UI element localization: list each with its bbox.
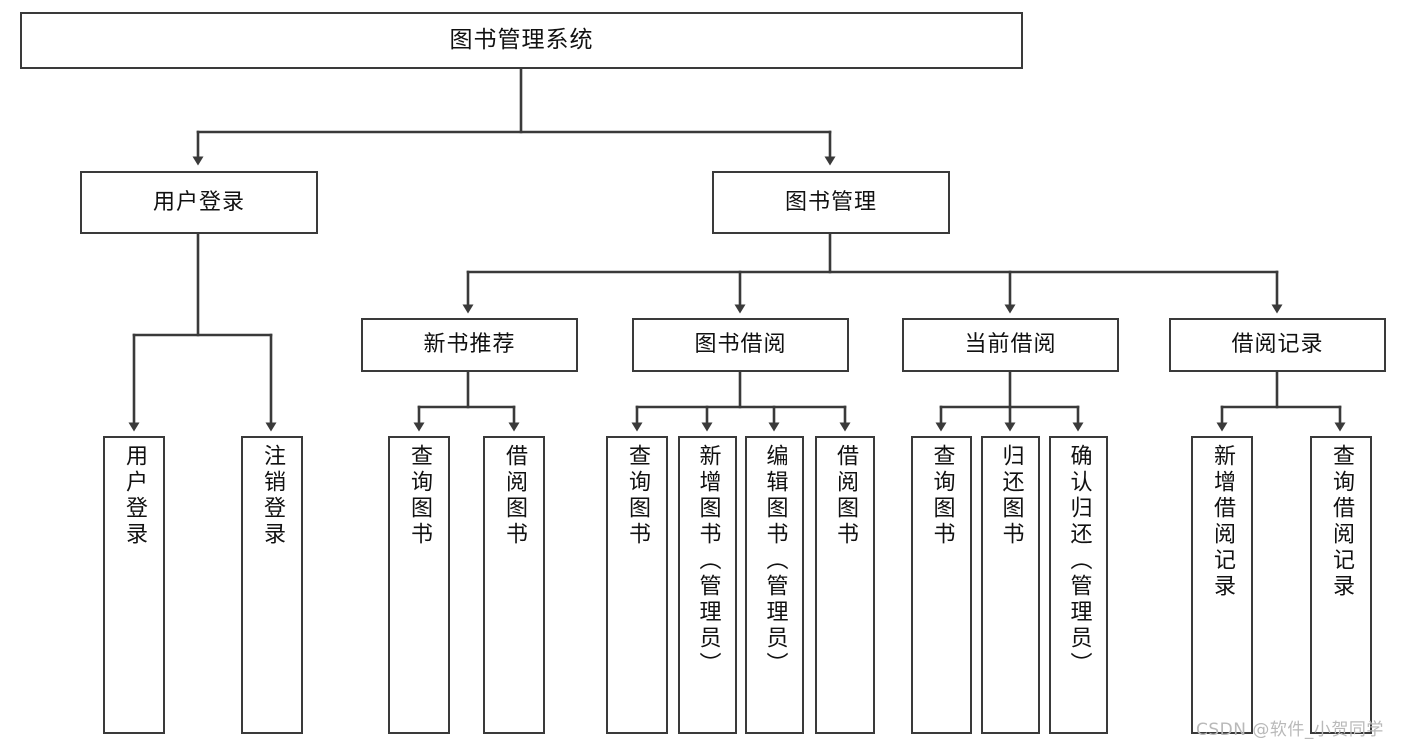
node-root-label: 图书管理系统 xyxy=(449,26,594,53)
leaf-borrow-edit[interactable]: 编辑图书（管理员） xyxy=(745,436,804,734)
leaf-current-query-label: 查询图书 xyxy=(929,444,955,548)
leaf-borrow-add-label: 新增图书（管理员） xyxy=(695,444,721,678)
leaf-newbook-borrow-label: 借阅图书 xyxy=(502,444,527,548)
node-borrow-record[interactable]: 借阅记录 xyxy=(1169,318,1386,372)
leaf-record-add-label: 新增借阅记录 xyxy=(1210,444,1235,600)
leaf-user-logout-label: 注销登录 xyxy=(260,444,285,548)
leaf-borrow-lend-label: 借阅图书 xyxy=(833,444,858,548)
node-current-borrow-label: 当前借阅 xyxy=(964,332,1057,358)
leaf-record-add[interactable]: 新增借阅记录 xyxy=(1191,436,1253,734)
leaf-current-return-label: 归还图书 xyxy=(998,444,1024,548)
node-root[interactable]: 图书管理系统 xyxy=(20,12,1023,69)
node-user-login[interactable]: 用户登录 xyxy=(80,171,318,234)
leaf-newbook-query-label: 查询图书 xyxy=(407,444,432,548)
leaf-current-confirm-label: 确认归还（管理员） xyxy=(1066,444,1092,678)
node-book-borrow-label: 图书借阅 xyxy=(694,332,787,358)
leaf-borrow-add[interactable]: 新增图书（管理员） xyxy=(678,436,737,734)
leaf-user-login[interactable]: 用户登录 xyxy=(103,436,165,734)
node-book-management[interactable]: 图书管理 xyxy=(712,171,950,234)
leaf-borrow-query-label: 查询图书 xyxy=(625,444,650,548)
csdn-watermark: CSDN @软件_小贺同学 xyxy=(1196,720,1384,740)
leaf-newbook-query[interactable]: 查询图书 xyxy=(388,436,450,734)
leaf-newbook-borrow[interactable]: 借阅图书 xyxy=(483,436,545,734)
node-new-book-recommend[interactable]: 新书推荐 xyxy=(361,318,578,372)
leaf-user-login-label: 用户登录 xyxy=(122,444,147,548)
leaf-record-query[interactable]: 查询借阅记录 xyxy=(1310,436,1372,734)
node-new-book-recommend-label: 新书推荐 xyxy=(423,332,516,358)
leaf-borrow-query[interactable]: 查询图书 xyxy=(606,436,668,734)
leaf-current-confirm[interactable]: 确认归还（管理员） xyxy=(1049,436,1108,734)
node-borrow-record-label: 借阅记录 xyxy=(1231,332,1324,358)
node-current-borrow[interactable]: 当前借阅 xyxy=(902,318,1119,372)
leaf-record-query-label: 查询借阅记录 xyxy=(1329,444,1354,600)
node-book-management-label: 图书管理 xyxy=(784,189,877,215)
leaf-user-logout[interactable]: 注销登录 xyxy=(241,436,303,734)
node-user-login-label: 用户登录 xyxy=(152,189,245,215)
leaf-current-return[interactable]: 归还图书 xyxy=(981,436,1040,734)
leaf-current-query[interactable]: 查询图书 xyxy=(911,436,972,734)
leaf-borrow-edit-label: 编辑图书（管理员） xyxy=(762,444,788,678)
node-book-borrow[interactable]: 图书借阅 xyxy=(632,318,849,372)
leaf-borrow-lend[interactable]: 借阅图书 xyxy=(815,436,875,734)
